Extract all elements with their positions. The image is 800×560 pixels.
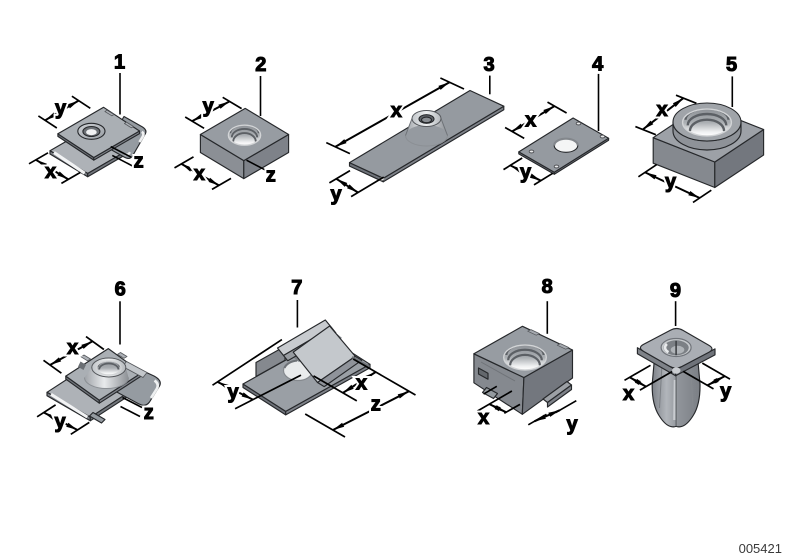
svg-text:y: y — [665, 171, 677, 193]
svg-text:6: 6 — [115, 279, 126, 301]
svg-text:y: y — [566, 413, 578, 435]
svg-text:x: x — [45, 161, 56, 183]
svg-text:z: z — [371, 394, 381, 416]
svg-text:z: z — [144, 402, 154, 424]
svg-text:x: x — [623, 383, 634, 405]
svg-text:z: z — [134, 151, 144, 173]
svg-text:x: x — [356, 373, 367, 395]
svg-text:x: x — [656, 99, 667, 121]
svg-text:x: x — [67, 337, 78, 359]
svg-text:4: 4 — [592, 54, 604, 76]
svg-text:2: 2 — [255, 54, 266, 76]
svg-text:x: x — [478, 407, 489, 429]
svg-text:3: 3 — [483, 54, 494, 76]
svg-text:y: y — [203, 95, 215, 117]
svg-text:8: 8 — [542, 276, 553, 298]
svg-text:y: y — [665, 171, 677, 193]
svg-text:9: 9 — [670, 280, 681, 302]
svg-text:5: 5 — [726, 54, 737, 76]
svg-text:y: y — [720, 381, 732, 403]
svg-text:8: 8 — [542, 276, 553, 298]
svg-text:005421: 005421 — [739, 541, 782, 556]
svg-text:y: y — [54, 411, 66, 433]
svg-text:1: 1 — [114, 52, 125, 74]
svg-text:x: x — [356, 373, 367, 395]
svg-text:x: x — [45, 161, 56, 183]
svg-text:x: x — [525, 110, 536, 132]
svg-text:z: z — [144, 402, 154, 424]
svg-text:z: z — [266, 165, 276, 187]
svg-text:y: y — [55, 97, 67, 119]
svg-text:y: y — [330, 184, 342, 206]
svg-text:y: y — [55, 97, 67, 119]
svg-text:x: x — [194, 163, 205, 185]
svg-text:y: y — [566, 413, 578, 435]
svg-text:x: x — [623, 383, 634, 405]
svg-text:x: x — [525, 110, 536, 132]
svg-text:9: 9 — [670, 280, 681, 302]
svg-text:y: y — [720, 381, 732, 403]
svg-text:y: y — [227, 382, 239, 404]
svg-text:y: y — [203, 95, 215, 117]
svg-text:4: 4 — [592, 54, 604, 76]
svg-text:y: y — [520, 162, 532, 184]
svg-text:5: 5 — [726, 54, 737, 76]
svg-text:y: y — [330, 184, 342, 206]
svg-text:1: 1 — [114, 52, 125, 74]
svg-text:z: z — [134, 151, 144, 173]
svg-text:7: 7 — [291, 277, 302, 299]
svg-text:y: y — [520, 162, 532, 184]
svg-text:y: y — [54, 411, 66, 433]
svg-text:2: 2 — [255, 54, 266, 76]
svg-text:x: x — [391, 100, 402, 122]
svg-text:z: z — [371, 394, 381, 416]
svg-text:3: 3 — [483, 54, 494, 76]
svg-text:x: x — [194, 163, 205, 185]
svg-text:7: 7 — [291, 277, 302, 299]
svg-text:y: y — [227, 382, 239, 404]
svg-text:z: z — [266, 165, 276, 187]
svg-text:x: x — [391, 100, 402, 122]
svg-text:x: x — [656, 99, 667, 121]
svg-text:6: 6 — [115, 279, 126, 301]
svg-text:x: x — [67, 337, 78, 359]
svg-text:x: x — [478, 407, 489, 429]
